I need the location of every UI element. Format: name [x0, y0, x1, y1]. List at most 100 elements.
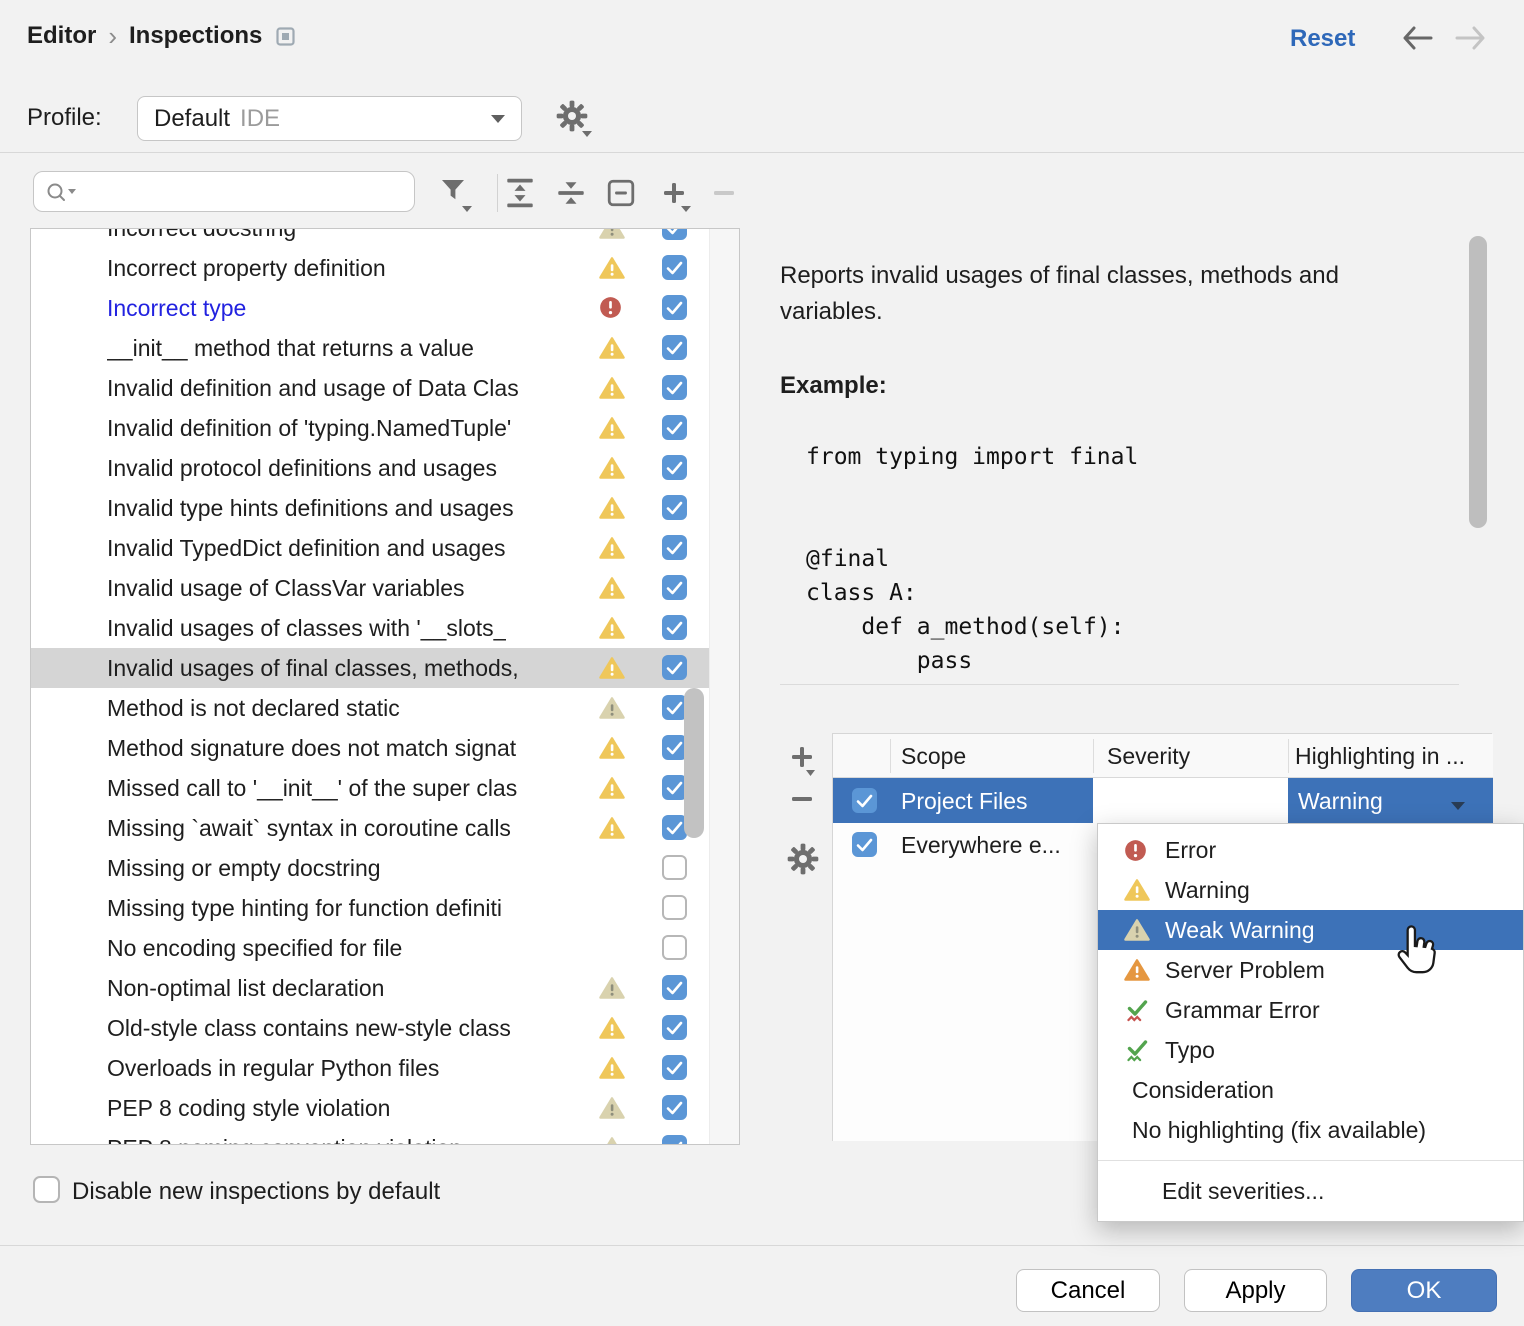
search-input[interactable]	[80, 178, 404, 205]
warning-icon	[599, 456, 625, 480]
filter-icon[interactable]	[438, 176, 468, 204]
inspection-checkbox[interactable]	[662, 615, 687, 640]
breadcrumb-inspections: Inspections	[129, 22, 263, 49]
menu-item-typo[interactable]: Typo	[1098, 1030, 1523, 1070]
inspection-row[interactable]: Invalid TypedDict definition and usages	[31, 528, 709, 568]
inspection-checkbox[interactable]	[662, 1055, 687, 1080]
warning-icon	[599, 776, 625, 800]
inspection-checkbox[interactable]	[662, 575, 687, 600]
inspection-row[interactable]: Missing type hinting for function defini…	[31, 888, 709, 928]
inspection-row[interactable]: Missing or empty docstring	[31, 848, 709, 888]
scope-remove-icon[interactable]	[789, 795, 815, 803]
combo-caret-icon[interactable]	[1451, 797, 1465, 815]
inspection-checkbox[interactable]	[662, 295, 687, 320]
inspection-checkbox[interactable]	[662, 815, 687, 840]
remove-icon	[711, 190, 737, 196]
scope-row-project-files[interactable]: Project Files Warning	[833, 778, 1493, 823]
inspection-checkbox[interactable]	[662, 935, 687, 960]
menu-item-weak-warning[interactable]: Weak Warning	[1098, 910, 1523, 950]
inspection-checkbox[interactable]	[662, 975, 687, 1000]
reset-button[interactable]: Reset	[1290, 25, 1356, 52]
menu-item-server-problem[interactable]: Server Problem	[1098, 950, 1523, 990]
inspection-row[interactable]: Invalid usage of ClassVar variables	[31, 568, 709, 608]
list-scrollbar-track[interactable]	[709, 229, 739, 1144]
inspection-checkbox[interactable]	[662, 855, 687, 880]
scope-checkbox[interactable]	[852, 832, 877, 857]
inspection-row[interactable]: Incorrect docstring	[31, 229, 709, 248]
inspection-row[interactable]: Invalid definition of 'typing.NamedTuple…	[31, 408, 709, 448]
inspection-row[interactable]: No encoding specified for file	[31, 928, 709, 968]
search-field[interactable]	[33, 171, 415, 212]
inspection-row[interactable]: Invalid usages of classes with '__slots_	[31, 608, 709, 648]
highlighting-value[interactable]: Warning	[1298, 788, 1383, 814]
menu-item-edit-severities[interactable]: Edit severities...	[1162, 1177, 1325, 1204]
hand-cursor-icon	[1395, 922, 1441, 976]
add-icon[interactable]	[661, 180, 687, 206]
inspection-checkbox[interactable]	[662, 1015, 687, 1040]
inspection-row[interactable]: Invalid usages of final classes, methods…	[31, 648, 709, 688]
column-highlighting: Highlighting in ...	[1295, 743, 1466, 769]
menu-item-grammar-error[interactable]: Grammar Error	[1098, 990, 1523, 1030]
inspection-row[interactable]: Method is not declared static	[31, 688, 709, 728]
inspection-label: Incorrect property definition	[107, 254, 386, 281]
grammar-icon	[1124, 997, 1152, 1023]
inspection-checkbox[interactable]	[662, 895, 687, 920]
divider	[497, 174, 498, 212]
inspection-row[interactable]: Invalid definition and usage of Data Cla…	[31, 368, 709, 408]
profile-select[interactable]: Default IDE	[137, 96, 522, 141]
gear-icon[interactable]	[556, 100, 588, 132]
inspection-checkbox[interactable]	[662, 255, 687, 280]
ok-button[interactable]: OK	[1351, 1269, 1497, 1312]
back-arrow-icon[interactable]	[1400, 24, 1436, 52]
inspection-checkbox[interactable]	[662, 775, 687, 800]
inspection-row[interactable]: Incorrect property definition	[31, 248, 709, 288]
menu-item-warning[interactable]: Warning	[1098, 870, 1523, 910]
inspection-row[interactable]: Missed call to '__init__' of the super c…	[31, 768, 709, 808]
inspection-row[interactable]: Overloads in regular Python files	[31, 1048, 709, 1088]
scope-row-everywhere-else[interactable]: Everywhere e...	[833, 823, 1493, 867]
weak-icon	[599, 1136, 625, 1144]
inspection-row[interactable]: Invalid type hints definitions and usage…	[31, 488, 709, 528]
list-scrollbar-thumb[interactable]	[684, 688, 704, 838]
reset-filter-icon[interactable]	[606, 178, 636, 208]
inspection-row[interactable]: Invalid protocol definitions and usages	[31, 448, 709, 488]
cancel-button[interactable]: Cancel	[1016, 1269, 1160, 1312]
inspection-checkbox[interactable]	[662, 655, 687, 680]
description-scrollbar-thumb[interactable]	[1469, 236, 1487, 528]
inspection-row[interactable]: Old-style class contains new-style class	[31, 1008, 709, 1048]
menu-item-error[interactable]: Error	[1098, 830, 1523, 870]
inspection-label: Invalid protocol definitions and usages	[107, 454, 497, 481]
disable-new-inspections-checkbox[interactable]	[33, 1176, 60, 1203]
expand-all-icon[interactable]	[504, 175, 536, 211]
inspection-row[interactable]: PEP 8 coding style violation	[31, 1088, 709, 1128]
inspection-label: Method is not declared static	[107, 694, 400, 721]
collapse-all-icon[interactable]	[555, 175, 587, 211]
server-icon	[1124, 957, 1152, 983]
inspection-checkbox[interactable]	[662, 375, 687, 400]
inspection-checkbox[interactable]	[662, 695, 687, 720]
inspection-row[interactable]: Missing `await` syntax in coroutine call…	[31, 808, 709, 848]
menu-item-no-highlighting-fix-available[interactable]: No highlighting (fix available)	[1098, 1110, 1523, 1150]
breadcrumb-editor[interactable]: Editor	[27, 22, 97, 49]
inspection-row[interactable]: PEP 8 naming convention violation	[31, 1128, 709, 1144]
inspection-checkbox[interactable]	[662, 1095, 687, 1120]
inspection-checkbox[interactable]	[662, 1135, 687, 1144]
search-icon	[44, 179, 80, 205]
inspection-checkbox[interactable]	[662, 335, 687, 360]
menu-item-consideration[interactable]: Consideration	[1098, 1070, 1523, 1110]
scope-checkbox[interactable]	[852, 788, 877, 813]
inspection-row[interactable]: Method signature does not match signat	[31, 728, 709, 768]
apply-button[interactable]: Apply	[1184, 1269, 1327, 1312]
inspection-row[interactable]: Incorrect type	[31, 288, 709, 328]
inspection-row[interactable]: Non-optimal list declaration	[31, 968, 709, 1008]
breadcrumb: Editor › Inspections	[27, 22, 295, 50]
scope-gear-icon[interactable]	[787, 843, 819, 875]
inspection-checkbox[interactable]	[662, 229, 687, 240]
divider	[780, 684, 1459, 685]
inspection-checkbox[interactable]	[662, 535, 687, 560]
inspection-row[interactable]: __init__ method that returns a value	[31, 328, 709, 368]
inspection-checkbox[interactable]	[662, 455, 687, 480]
inspection-checkbox[interactable]	[662, 415, 687, 440]
scope-add-icon[interactable]	[789, 744, 815, 770]
inspection-checkbox[interactable]	[662, 495, 687, 520]
